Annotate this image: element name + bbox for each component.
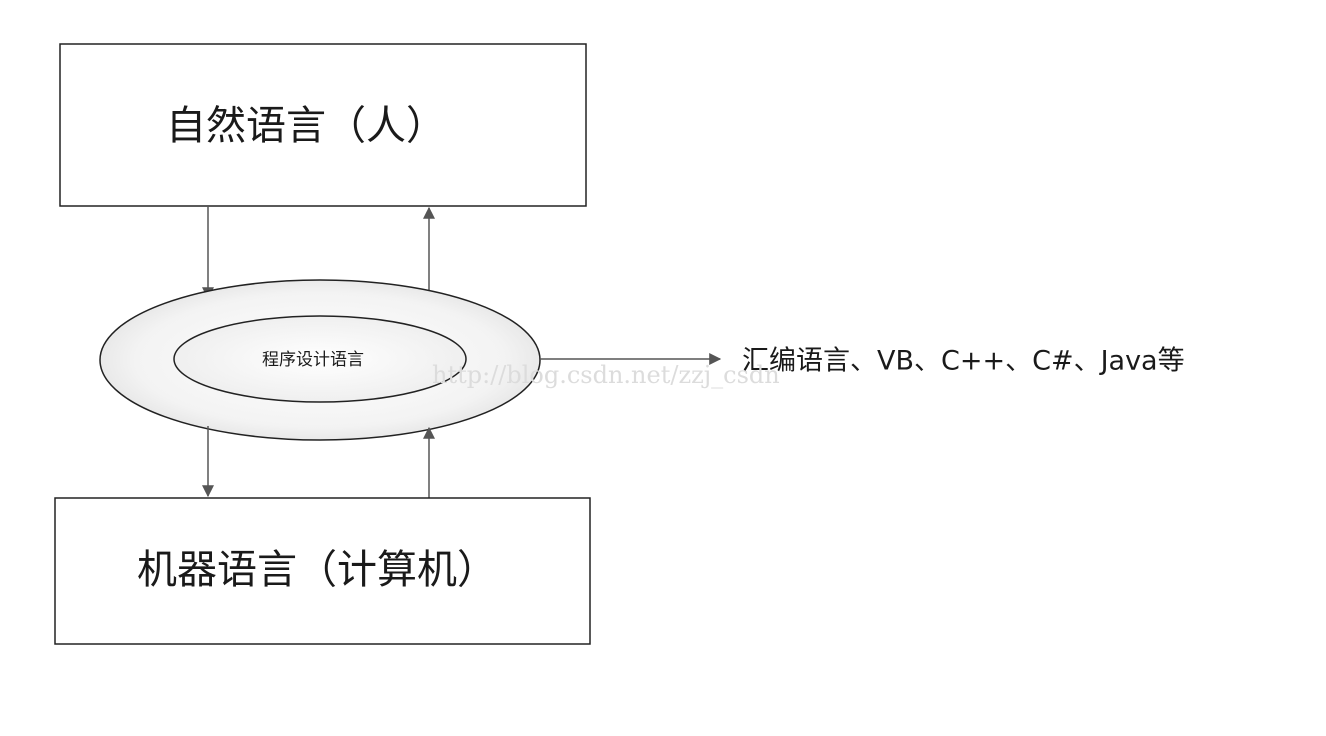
machine-language-label: 机器语言（计算机） xyxy=(137,547,497,593)
natural-language-label: 自然语言（人） xyxy=(166,103,446,149)
language-examples-label: 汇编语言、VB、C++、C#、Java等 xyxy=(742,346,1185,377)
machine-language-box xyxy=(54,497,591,645)
natural-language-box xyxy=(59,43,587,207)
programming-language-label: 程序设计语言 xyxy=(262,350,364,370)
watermark: http://blog.csdn.net/zzj_csdn xyxy=(432,361,780,389)
inner-ellipse xyxy=(173,315,467,403)
